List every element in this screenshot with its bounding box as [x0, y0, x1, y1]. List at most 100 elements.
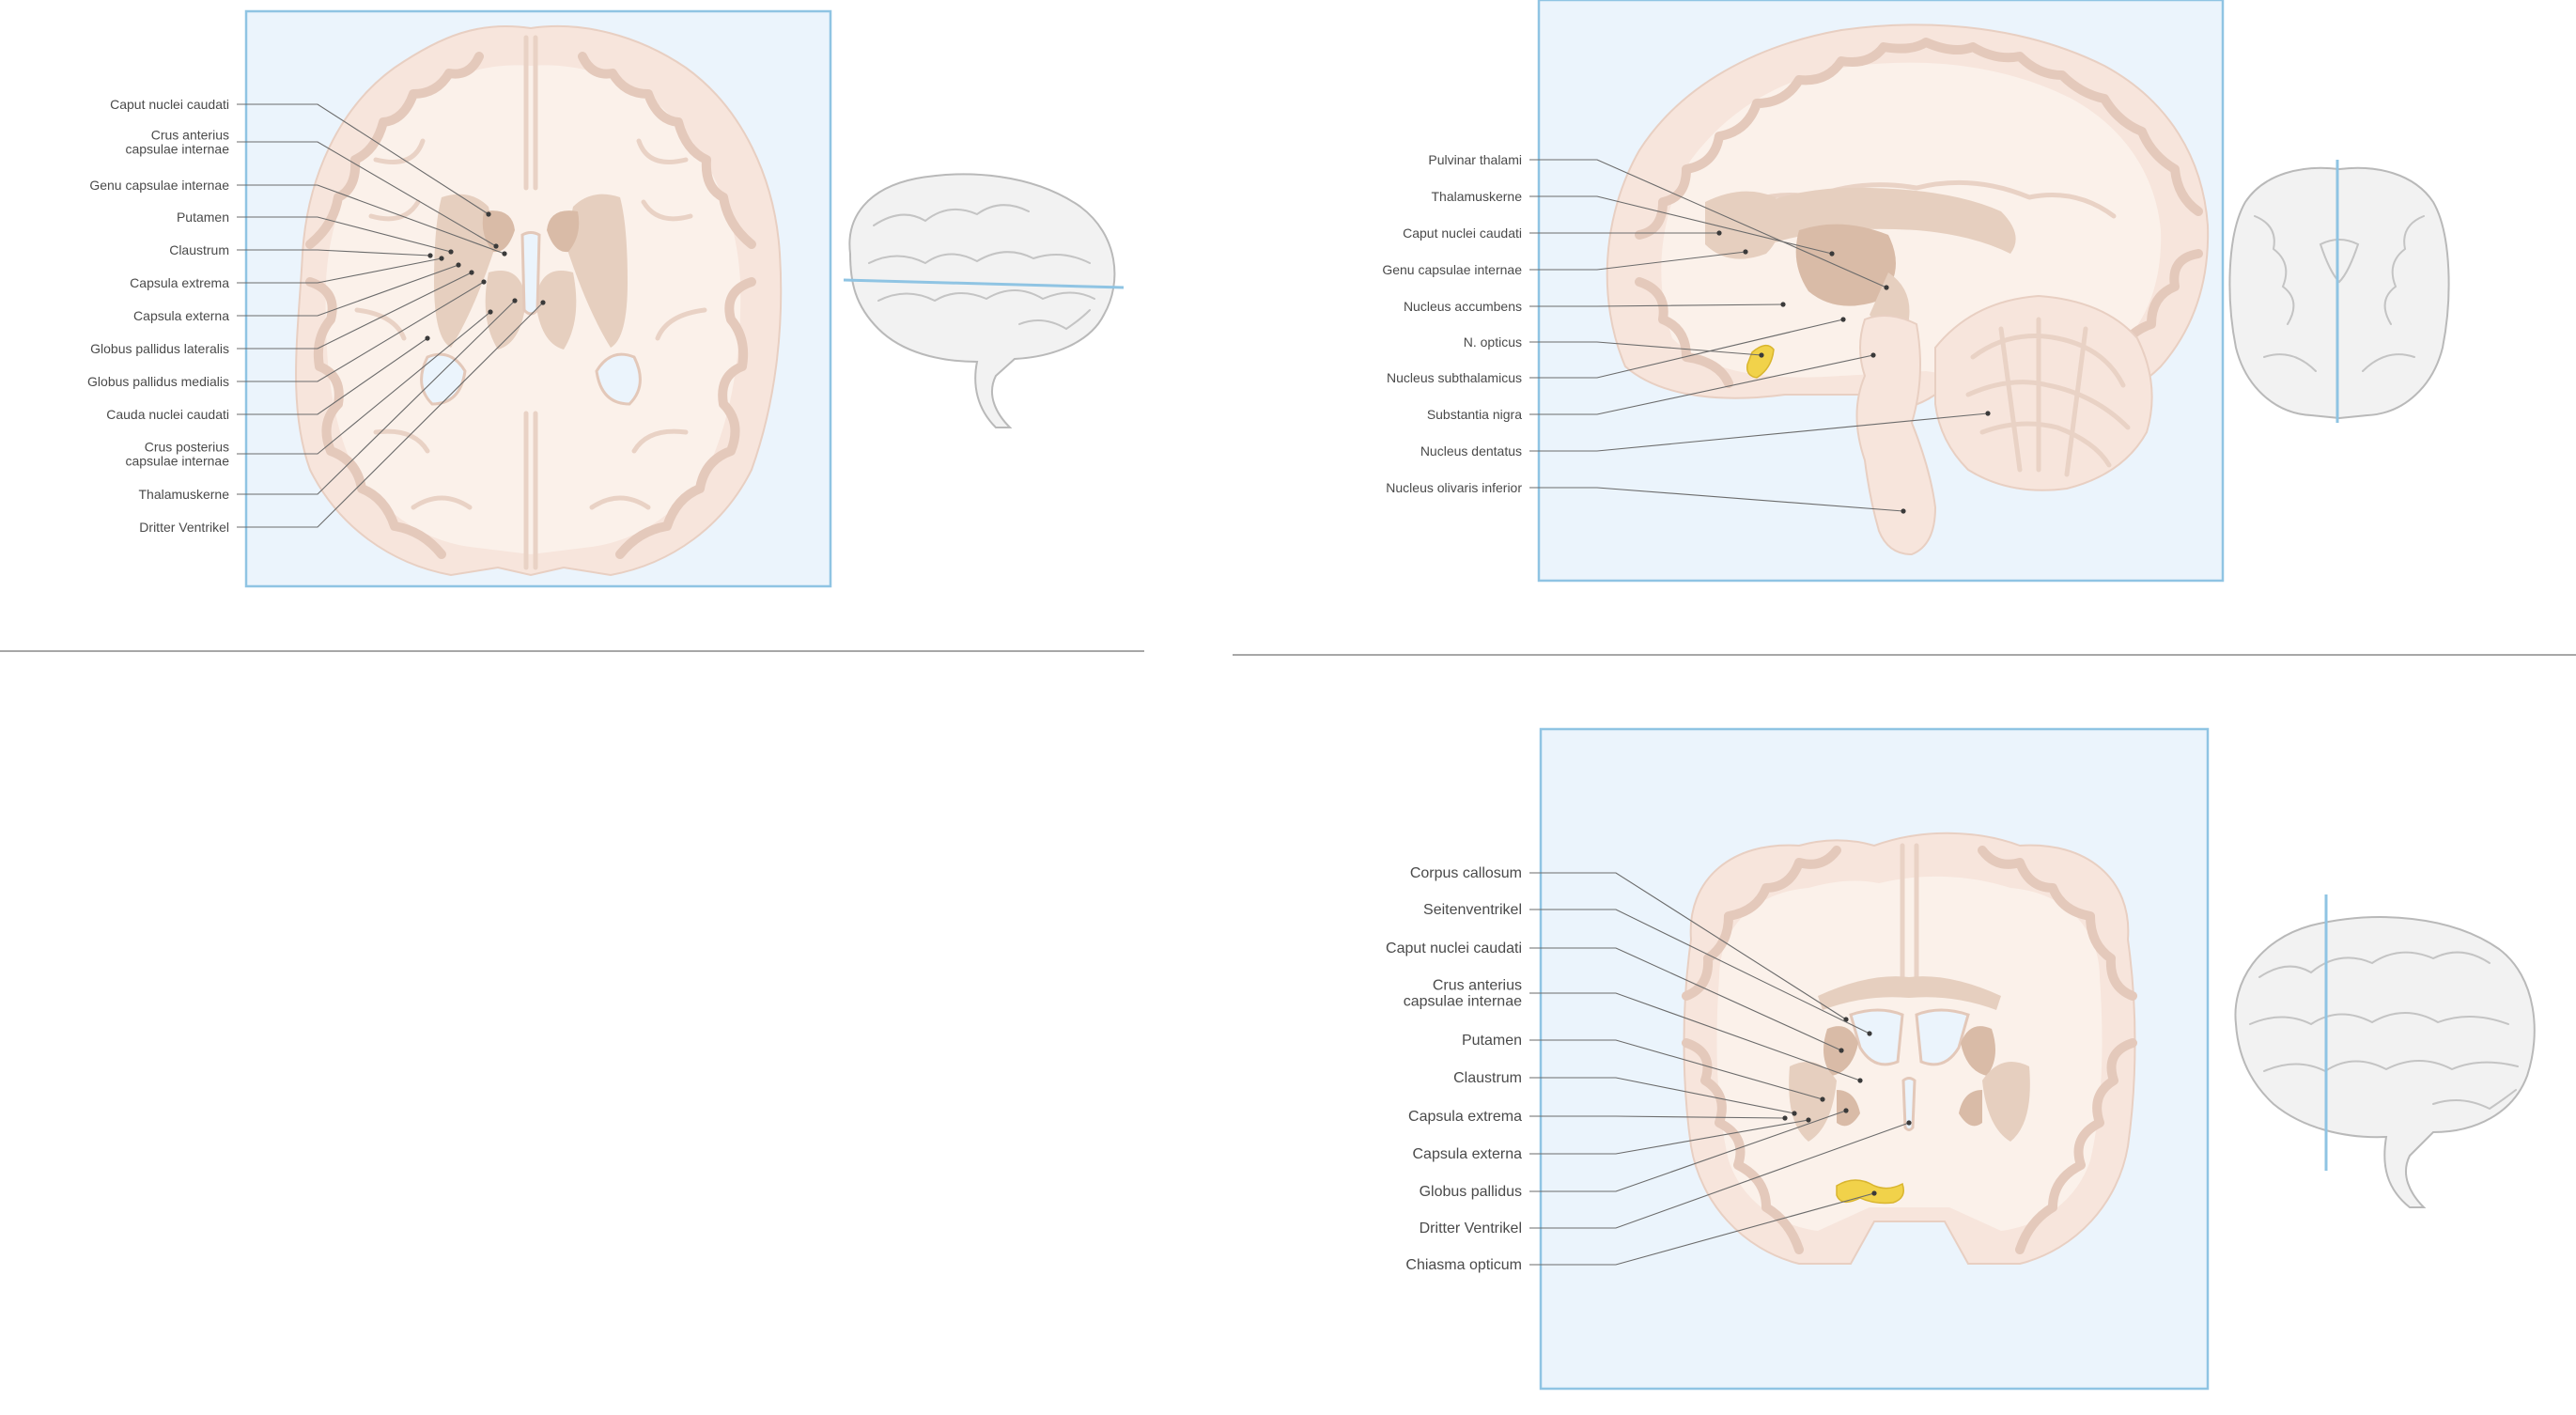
coronal-label-1: Seitenventrikel — [1423, 902, 1522, 918]
sagittal-label-7-line-0: Substantia nigra — [1427, 407, 1522, 422]
coronal-label-1-line-0: Seitenventrikel — [1423, 902, 1522, 918]
coronal-label-7-line-0: Capsula externa — [1412, 1146, 1522, 1162]
sagittal-label-3: Genu capsulae internae — [1382, 262, 1522, 277]
sagittal-leader-dot-8 — [1985, 411, 1991, 416]
coronal-leader-line-1 — [1529, 909, 1870, 1034]
axial-label-11: Thalamuskerne — [139, 487, 230, 502]
axial-label-7: Globus pallidus lateralis — [90, 341, 229, 356]
axial-leader-line-4 — [237, 249, 431, 257]
optic-chiasm-highlight — [1836, 1179, 1904, 1205]
sagittal-label-4-line-0: Nucleus accumbens — [1404, 299, 1522, 314]
axial-leader-line-8 — [237, 281, 485, 382]
sagittal-label-7: Substantia nigra — [1427, 407, 1522, 422]
axial-label-4-line-0: Claustrum — [169, 242, 229, 257]
sagittal-brain-slice — [1606, 23, 2210, 556]
axial-leader-line-10 — [237, 311, 491, 455]
coronal-label-5-line-0: Claustrum — [1453, 1070, 1522, 1086]
coronal-reference-brain — [2234, 894, 2536, 1208]
sagittal-label-6: Nucleus subthalamicus — [1387, 370, 1522, 385]
coronal-leader-dot-2 — [1839, 1048, 1844, 1053]
axial-label-8: Globus pallidus medialis — [87, 374, 229, 389]
axial-label-5: Capsula extrema — [130, 275, 229, 290]
coronal-leader-dot-3 — [1857, 1078, 1863, 1083]
coronal-label-7: Capsula externa — [1412, 1146, 1522, 1162]
coronal-label-0: Corpus callosum — [1410, 865, 1522, 881]
sagittal-leader-line-3 — [1529, 251, 1746, 271]
coronal-leader-line-5 — [1529, 1077, 1795, 1114]
axial-leader-dot-8 — [481, 279, 487, 285]
coronal-label-8-line-0: Globus pallidus — [1420, 1184, 1522, 1200]
sagittal-leader-dot-7 — [1870, 352, 1876, 358]
coronal-label-10-line-0: Chiasma opticum — [1405, 1257, 1522, 1273]
sagittal-label-5-line-0: N. opticus — [1464, 334, 1522, 350]
axial-leader-line-7 — [237, 272, 473, 350]
coronal-leader-dot-10 — [1871, 1190, 1877, 1196]
axial-label-6: Capsula externa — [133, 308, 229, 323]
axial-leader-line-9 — [237, 337, 428, 415]
axial-label-0-line-0: Caput nuclei caudati — [110, 97, 229, 112]
coronal-leader-dot-0 — [1843, 1017, 1849, 1022]
axial-label-8-line-0: Globus pallidus medialis — [87, 374, 229, 389]
coronal-label-10: Chiasma opticum — [1405, 1257, 1522, 1273]
axial-reference-brain — [843, 173, 1125, 428]
axial-leader-dot-11 — [512, 298, 518, 303]
axial-label-1-line-1: capsulae internae — [125, 142, 229, 157]
sagittal-leader-line-8 — [1529, 412, 1989, 452]
axial-leader-line-6 — [237, 264, 459, 317]
sagittal-leader-line-1 — [1529, 195, 1833, 255]
axial-leader-dot-4 — [427, 253, 433, 258]
coronal-leader-dot-8 — [1843, 1108, 1849, 1113]
coronal-leader-dot-1 — [1867, 1031, 1872, 1036]
sagittal-label-3-line-0: Genu capsulae internae — [1382, 262, 1522, 277]
coronal-leader-dot-7 — [1806, 1117, 1811, 1123]
axial-label-9-line-0: Cauda nuclei caudati — [106, 407, 229, 422]
sagittal-label-0-line-0: Pulvinar thalami — [1428, 152, 1522, 167]
coronal-leader-line-4 — [1529, 1039, 1823, 1100]
axial-leader-dot-9 — [425, 335, 430, 341]
axial-label-12: Dritter Ventrikel — [139, 520, 229, 535]
coronal-brain-slice — [1682, 832, 2137, 1265]
sagittal-label-9-line-0: Nucleus olivaris inferior — [1386, 480, 1522, 495]
axial-label-2-line-0: Genu capsulae internae — [89, 178, 229, 193]
optic-nerve-highlight — [1746, 344, 1775, 379]
axial-leader-dot-6 — [456, 262, 461, 268]
axial-leader-dot-12 — [540, 300, 546, 305]
axial-label-3-line-0: Putamen — [177, 210, 229, 225]
coronal-leader-line-7 — [1529, 1119, 1809, 1155]
sagittal-leader-line-9 — [1529, 487, 1904, 512]
coronal-leader-dot-5 — [1792, 1111, 1797, 1116]
sagittal-leader-line-7 — [1529, 354, 1874, 415]
sagittal-leader-dot-5 — [1759, 352, 1764, 358]
axial-leader-line-5 — [237, 257, 442, 284]
axial-label-2: Genu capsulae internae — [89, 178, 229, 193]
coronal-leader-line-10 — [1529, 1192, 1875, 1266]
sagittal-label-8-line-0: Nucleus dentatus — [1420, 443, 1522, 459]
axial-label-9: Cauda nuclei caudati — [106, 407, 229, 422]
coronal-leader-line-3 — [1529, 992, 1861, 1081]
sagittal-label-9: Nucleus olivaris inferior — [1386, 480, 1522, 495]
axial-label-0: Caput nuclei caudati — [110, 97, 229, 112]
coronal-label-3-line-0: Crus anterius — [1433, 978, 1522, 994]
sagittal-leader-dot-9 — [1901, 508, 1906, 514]
axial-leader-dot-0 — [486, 211, 491, 217]
axial-leader-line-3 — [237, 216, 452, 253]
coronal-leader-line-8 — [1529, 1110, 1847, 1192]
axial-leader-line-1 — [237, 141, 497, 247]
coronal-label-4-line-0: Putamen — [1462, 1033, 1522, 1049]
sagittal-leader-dot-4 — [1780, 302, 1786, 307]
sagittal-label-6-line-0: Nucleus subthalamicus — [1387, 370, 1522, 385]
coronal-label-2-line-0: Caput nuclei caudati — [1386, 941, 1522, 956]
sagittal-label-1-line-0: Thalamuskerne — [1432, 189, 1523, 204]
axial-leader-dot-2 — [502, 251, 507, 257]
sagittal-leader-line-6 — [1529, 319, 1844, 379]
coronal-label-9: Dritter Ventrikel — [1420, 1221, 1522, 1236]
axial-label-10-line-0: Crus posterius — [145, 440, 229, 455]
